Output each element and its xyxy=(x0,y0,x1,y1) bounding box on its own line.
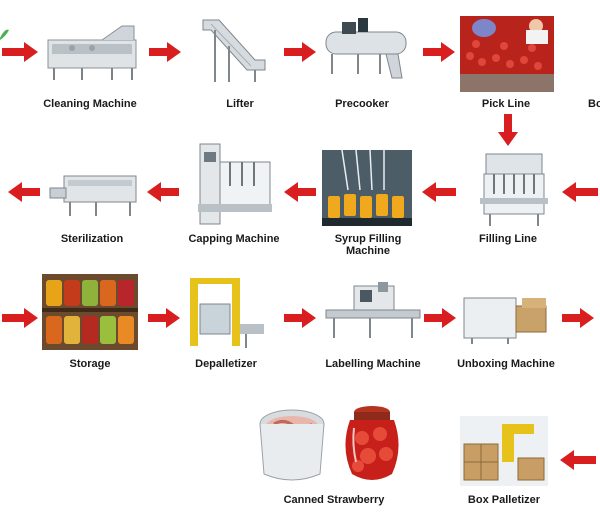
flow-arrow-down xyxy=(498,114,518,146)
syrup-filling-image xyxy=(322,150,412,226)
flow-arrow-11 xyxy=(562,308,594,328)
label-filling-line: Filling Line xyxy=(478,233,538,245)
filling-line-image xyxy=(478,150,550,230)
flow-arrow-1 xyxy=(149,42,181,62)
label-capping-machine: Capping Machine xyxy=(188,233,280,245)
cleaning-machine-image xyxy=(42,22,142,84)
label-cleaning-machine: Cleaning Machine xyxy=(43,98,137,110)
flow-arrow-10 xyxy=(424,308,456,328)
depalletizer-image xyxy=(186,274,266,354)
flow-arrow-5 xyxy=(284,182,316,202)
labelling-machine-image xyxy=(324,280,422,344)
label-labelling-machine: Labelling Machine xyxy=(325,358,421,370)
lifter-image xyxy=(195,14,271,86)
storage-image xyxy=(42,274,138,350)
flow-arrow-6 xyxy=(147,182,179,202)
capping-machine-image xyxy=(190,142,274,228)
flow-arrow-left-edge xyxy=(2,42,38,62)
label-partial-right: Bo xyxy=(588,98,600,110)
flow-arrow-4 xyxy=(422,182,456,202)
leaf-icon xyxy=(0,29,9,40)
sterilization-image xyxy=(46,170,140,222)
label-storage: Storage xyxy=(69,358,111,370)
label-precooker: Precooker xyxy=(335,98,389,110)
flow-arrow-right-edge-row2 xyxy=(562,182,598,202)
flow-arrow-2 xyxy=(284,42,316,62)
label-canned-strawberry: Canned Strawberry xyxy=(283,494,385,506)
unboxing-machine-image xyxy=(460,288,554,346)
flow-arrow-right-edge-row4 xyxy=(560,450,596,470)
pick-line-image xyxy=(460,16,554,92)
label-depalletizer: Depalletizer xyxy=(195,358,257,370)
precooker-image xyxy=(318,14,414,88)
label-lifter: Lifter xyxy=(226,98,254,110)
flow-arrow-left-edge-row3 xyxy=(2,308,38,328)
label-pick-line: Pick Line xyxy=(481,98,531,110)
label-sterilization: Sterilization xyxy=(60,233,124,245)
box-palletizer-image xyxy=(458,414,550,488)
label-syrup-filling: Syrup Filling Machine xyxy=(334,233,402,257)
flow-arrow-9 xyxy=(284,308,316,328)
flow-arrow-7 xyxy=(8,182,40,202)
canned-strawberry-image xyxy=(254,404,416,486)
label-box-palletizer: Box Palletizer xyxy=(467,494,541,506)
label-unboxing-machine: Unboxing Machine xyxy=(457,358,555,370)
flow-arrow-3 xyxy=(423,42,455,62)
flow-arrow-8 xyxy=(148,308,180,328)
